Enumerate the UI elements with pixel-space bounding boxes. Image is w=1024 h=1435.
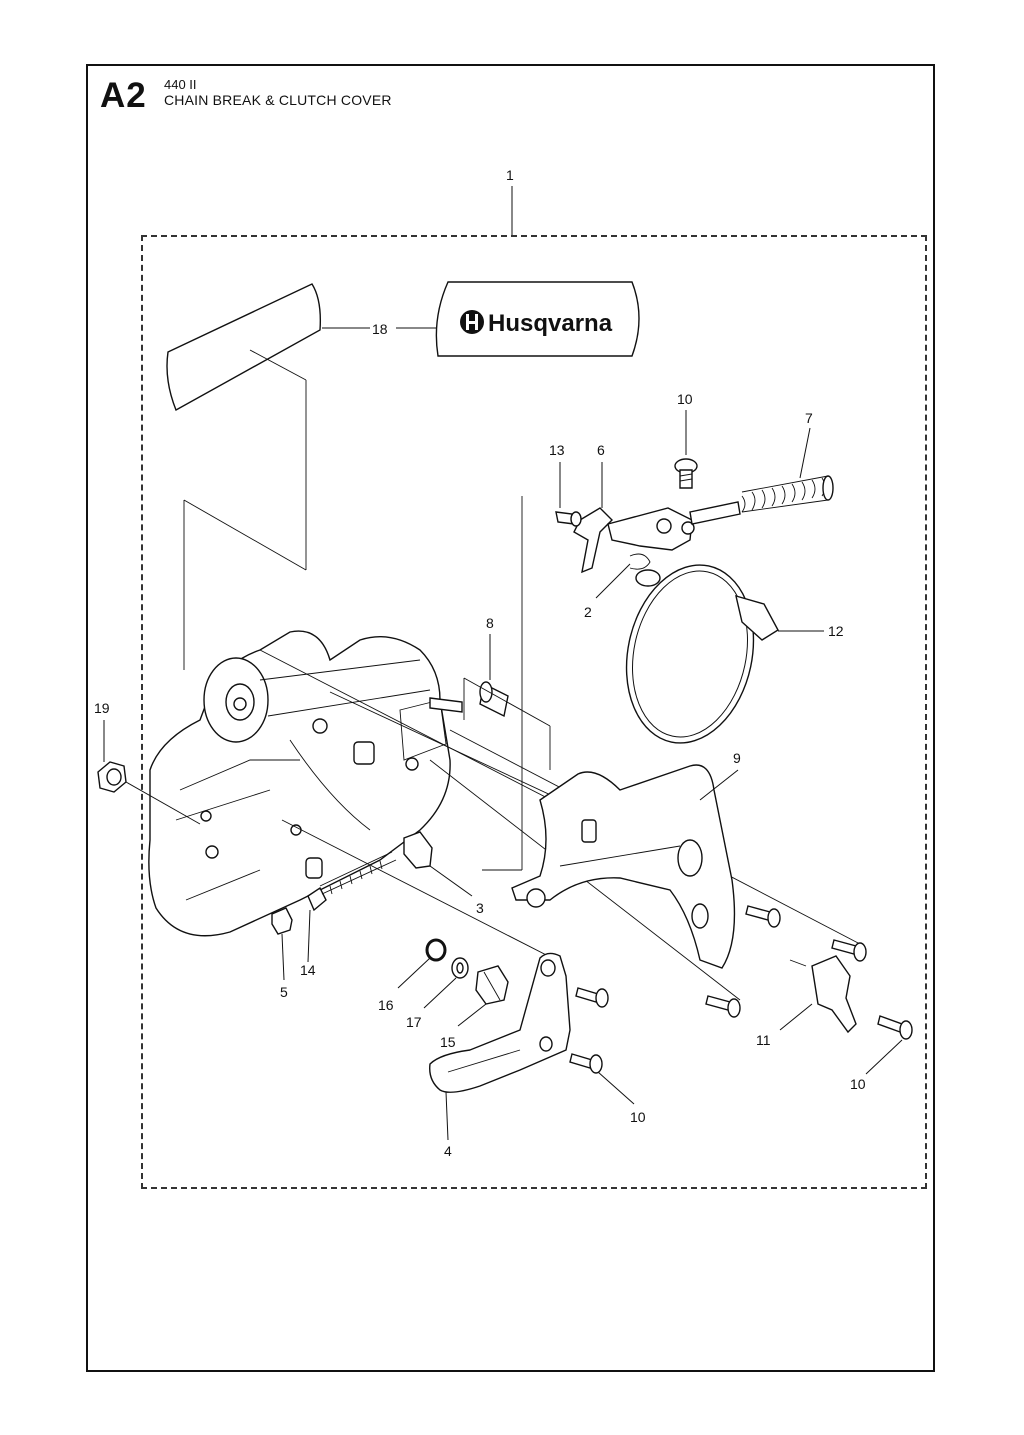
sleeve-part-8: [479, 681, 509, 718]
leader-line-17: [423, 977, 457, 1009]
washer-part-17: [451, 957, 469, 979]
o-ring-part-16: [425, 938, 447, 962]
nut-part-19: [97, 761, 127, 793]
decal-blank-part-18: [166, 283, 322, 670]
callout-18: 18: [372, 321, 388, 337]
gear-part-15: [475, 965, 509, 1005]
cover-plate-part-4: [429, 952, 571, 1093]
leader-line-14: [307, 909, 311, 963]
brake-lever-part-6: [573, 507, 695, 574]
husqvarna-brand-text: Husqvarna: [488, 310, 613, 337]
callout-12: 12: [828, 623, 844, 639]
kit-boundary-box: [141, 235, 927, 1189]
adjusting-screw-part-14: [307, 851, 397, 912]
husqvarna-decal-part-18: Husqvarna: [435, 281, 640, 357]
screw-part-10-e: [569, 1053, 603, 1074]
callout-9: 9: [733, 750, 741, 766]
screw-part-10-a: [745, 905, 781, 928]
callout-1: 1: [506, 167, 514, 183]
callout-5: 5: [280, 984, 288, 1000]
screw-part-10-b: [831, 939, 867, 962]
callout-13: 13: [549, 442, 565, 458]
clutch-cover-housing: [148, 630, 463, 937]
callout-3: 3: [476, 900, 484, 916]
callout-14: 14: [300, 962, 316, 978]
leader-line-15: [457, 1003, 487, 1027]
husqvarna-logo-icon: [460, 310, 484, 334]
leader-line-10-bottom: [597, 1071, 635, 1105]
screw-part-10-c: [705, 995, 741, 1018]
leader-line-11: [779, 1003, 813, 1031]
screw-part-10-d: [575, 987, 609, 1008]
callout-10-top: 10: [677, 391, 693, 407]
chain-catcher-part-11: [811, 955, 857, 1034]
section-code: A2: [100, 76, 147, 115]
brake-bracket-part-9: [511, 764, 736, 969]
callout-15: 15: [440, 1034, 456, 1050]
callout-10-right: 10: [850, 1076, 866, 1092]
leader-line-16: [397, 957, 431, 989]
leader-line-4: [445, 1091, 449, 1141]
callout-8: 8: [486, 615, 494, 631]
adjuster-block-part-5: [271, 907, 293, 935]
page-frame: [86, 64, 935, 1372]
screw-part-10-top: [674, 458, 698, 489]
callout-2: 2: [584, 604, 592, 620]
leader-line-9: [699, 769, 739, 801]
leader-line-7: [799, 427, 811, 479]
callout-16: 16: [378, 997, 394, 1013]
guide-line-e: [281, 819, 561, 963]
guide-line-19: [125, 781, 201, 825]
guide-line-a: [259, 649, 591, 821]
spring-part-7: [741, 475, 834, 513]
leader-line-5: [281, 933, 285, 981]
leader-line-10-right: [865, 1039, 903, 1075]
rod-spring-seat: [689, 501, 741, 525]
pin-part-13: [555, 511, 582, 527]
callout-10-bottom: 10: [630, 1109, 646, 1125]
guide-line-8b: [463, 677, 551, 727]
callout-7: 7: [805, 410, 813, 426]
callout-4: 4: [444, 1143, 452, 1159]
callout-19: 19: [94, 700, 110, 716]
leader-line-2: [595, 563, 631, 599]
callout-6: 6: [597, 442, 605, 458]
tensioner-nut-part-3: [403, 831, 433, 869]
screw-part-10-f: [877, 1015, 913, 1040]
brake-band-part-12: [625, 564, 779, 744]
leader-line-3: [429, 865, 473, 897]
callout-17: 17: [406, 1014, 422, 1030]
callout-11: 11: [756, 1032, 771, 1048]
guide-line-11: [789, 959, 807, 967]
model-name: 440 II: [164, 77, 197, 92]
clip-part-2: [629, 553, 651, 570]
section-title: CHAIN BREAK & CLUTCH COVER: [164, 92, 392, 108]
